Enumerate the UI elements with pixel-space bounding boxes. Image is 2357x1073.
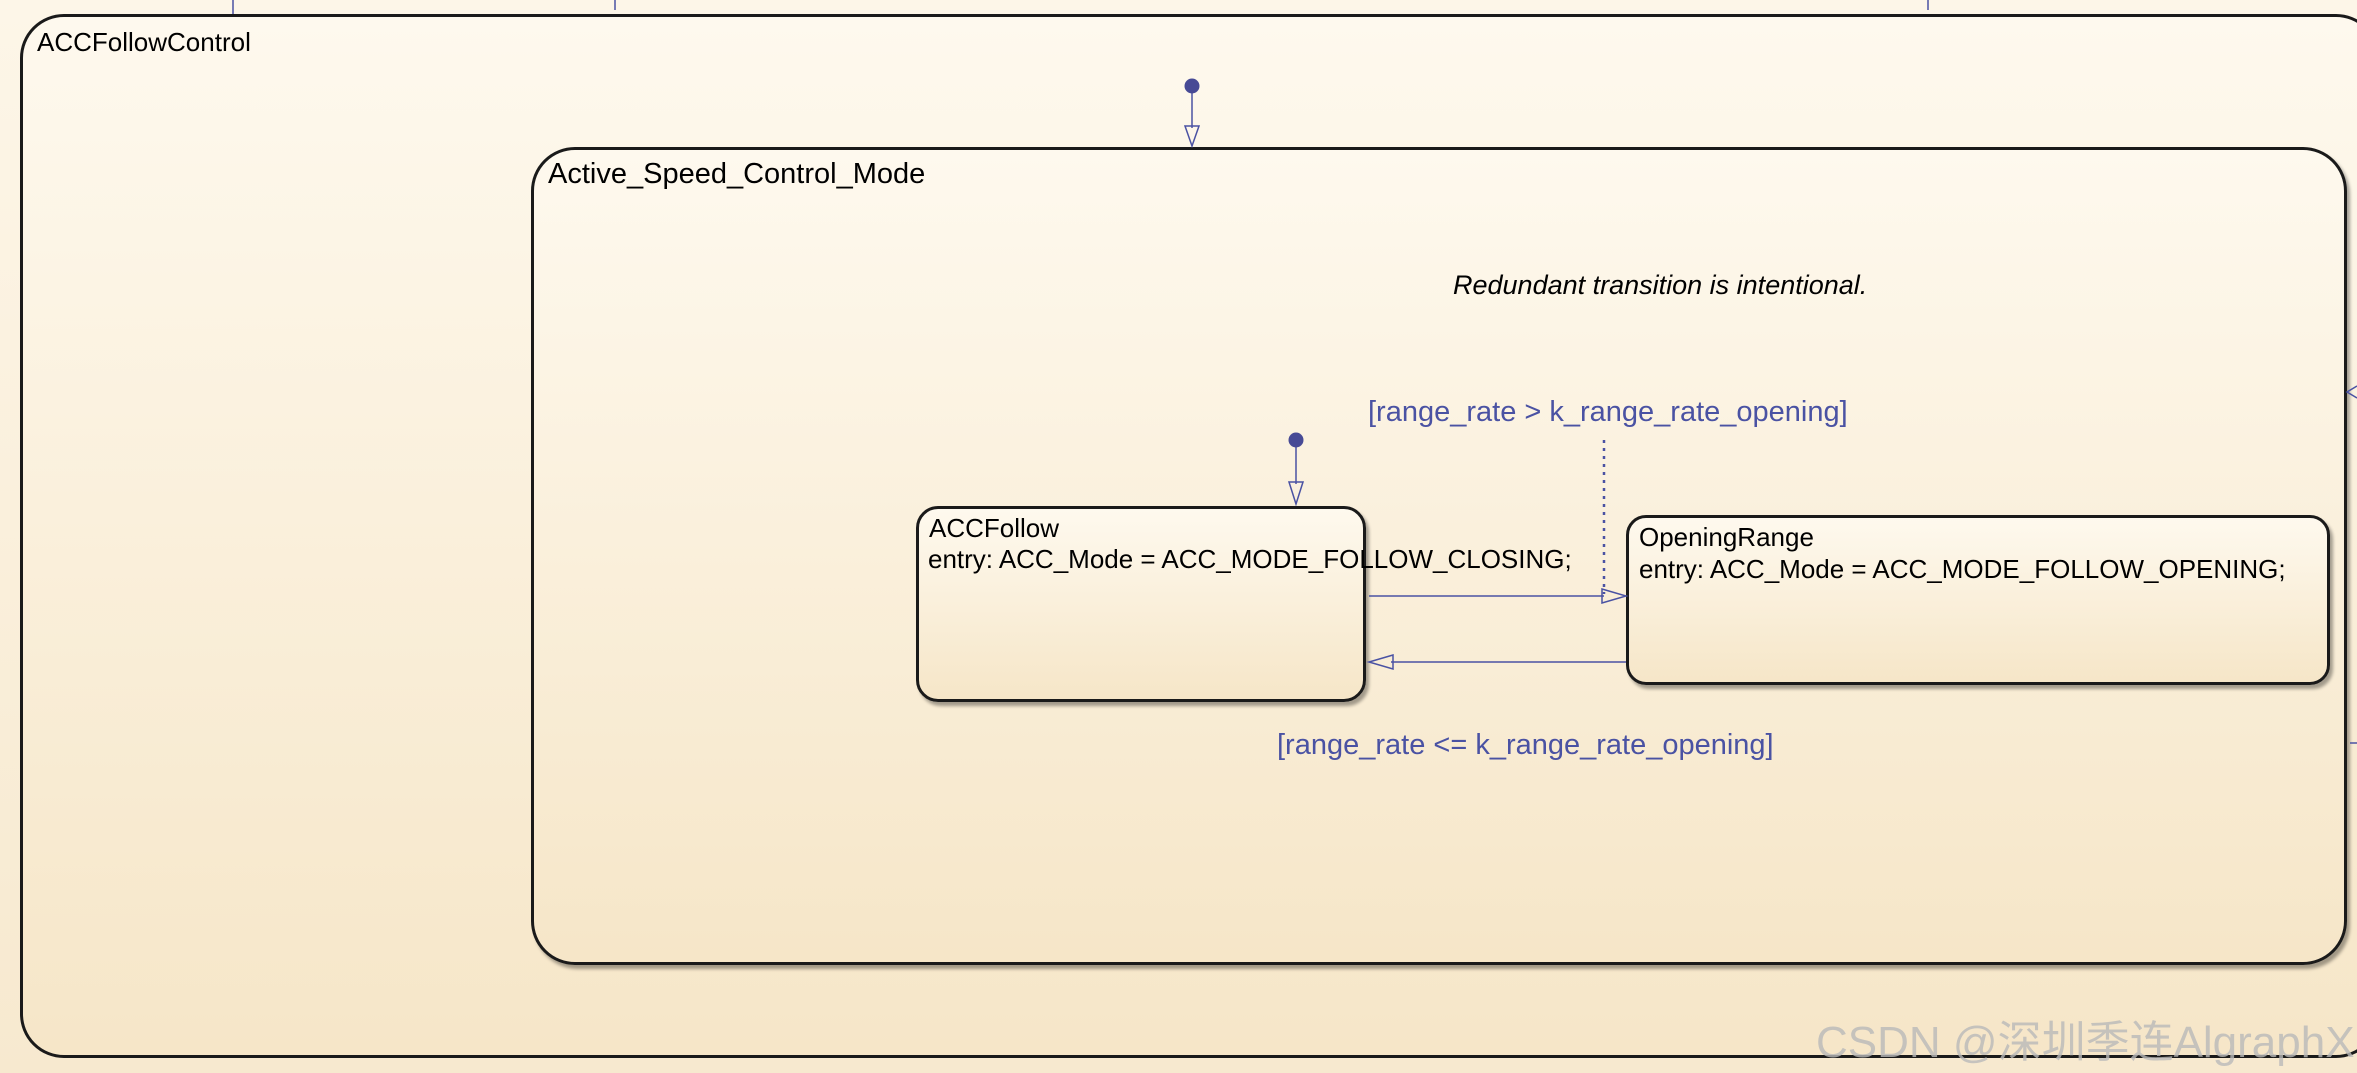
state-title-active-speed-control-mode: Active_Speed_Control_Mode — [548, 158, 926, 190]
state-acc-follow[interactable]: ACCFollow — [916, 506, 1366, 702]
annotation-note: Redundant transition is intentional. — [1453, 270, 1868, 300]
state-title-opening-range: OpeningRange — [1639, 522, 1814, 552]
state-entry-opening-range: entry: ACC_Mode = ACC_MODE_FOLLOW_OPENIN… — [1639, 554, 2286, 584]
state-title-acc-follow-control: ACCFollowControl — [37, 27, 251, 57]
transition-guard-to-opening-range[interactable]: [range_rate > k_range_rate_opening] — [1368, 396, 1848, 428]
watermark-text: CSDN @深圳季连AlgraphX — [1816, 1018, 2355, 1067]
state-opening-range[interactable]: OpeningRange entry: ACC_Mode = ACC_MODE_… — [1626, 515, 2330, 685]
transition-guard-to-acc-follow[interactable]: [range_rate <= k_range_rate_opening] — [1277, 729, 1774, 761]
state-entry-acc-follow: entry: ACC_Mode = ACC_MODE_FOLLOW_CLOSIN… — [928, 544, 1572, 574]
state-title-acc-follow: ACCFollow — [929, 513, 1060, 543]
